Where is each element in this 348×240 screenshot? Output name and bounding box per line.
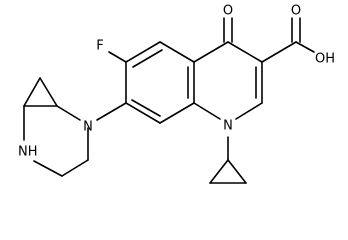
bond [39, 77, 58, 107]
bond [33, 160, 63, 177]
molecule-structure: O F O OH N N NH [18, 4, 335, 184]
fluorine-label: F [96, 39, 103, 54]
bond [159, 102, 195, 124]
acid-oxygen-label: O [291, 4, 301, 19]
bond [209, 159, 229, 184]
bond [261, 41, 297, 63]
bond [193, 102, 221, 120]
bond [131, 99, 161, 117]
bond [125, 41, 161, 63]
bonds [23, 17, 315, 184]
bond [193, 41, 229, 63]
quinolone-nitrogen-label: N [223, 119, 233, 134]
bond [56, 105, 81, 121]
bond [227, 41, 263, 63]
bond [96, 102, 127, 121]
bond [227, 159, 247, 184]
piperazine-nitrogen-label: N [83, 120, 93, 135]
bond [23, 77, 41, 107]
bond [125, 102, 161, 124]
acid-hydroxyl-label: OH [315, 52, 335, 67]
oxo-oxygen-label: O [223, 4, 233, 19]
atom-labels: O F O OH N N NH [18, 4, 335, 160]
bond [159, 41, 195, 63]
bond [235, 102, 263, 120]
bond [295, 41, 315, 53]
bond [61, 159, 89, 177]
bond [108, 51, 127, 63]
piperazine-nh-label: NH [18, 145, 38, 160]
bond [132, 49, 163, 68]
